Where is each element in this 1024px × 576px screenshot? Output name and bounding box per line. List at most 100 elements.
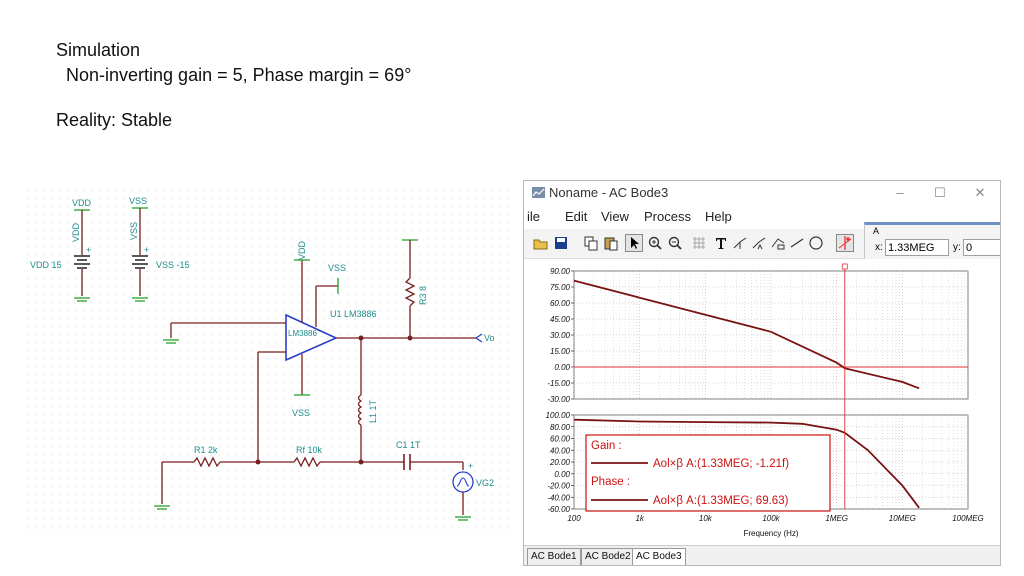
gain-ytick-label: 90.00 [550,267,571,276]
legend-frame [585,434,831,512]
tab-ac-bode1[interactable]: AC Bode1 [527,548,581,565]
resistor-rf[interactable]: Rf 10k [293,445,323,468]
grid-icon[interactable] [690,234,708,252]
opamp-model-label: LM3886 [288,329,317,338]
vss-rotated-label: VSS [129,222,139,240]
gain-curve [573,279,920,390]
gain-ytick-label: 15.00 [550,347,571,356]
xtick-label: 100 [567,514,581,523]
cursor-x-field[interactable] [885,239,949,256]
xtick-label: 100MEG [952,514,984,523]
phase-ytick-label: 40.00 [550,446,571,455]
zoom-in-icon[interactable] [646,234,664,252]
gain-ytick-label: -30.00 [547,395,570,404]
menu-view[interactable]: View [601,209,629,224]
zoom-out-icon[interactable] [666,234,684,252]
opamp-vss-top-label: VSS [328,263,346,273]
vdd-rotated-label: VDD [71,222,81,242]
bode-plot-area[interactable]: 90.00 75.00 60.00 45.00 30.00 15.00 0.00 -15.00… [524,259,1001,545]
inductor-l1[interactable]: L1 1T [357,338,379,465]
x-axis-title: Frequency (Hz) [743,529,798,538]
copy-icon[interactable] [582,234,600,252]
phase-ytick-label: -60.00 [547,505,570,514]
menu-bar: ile Edit View Process Help [524,205,1000,229]
r1-label: R1 2k [194,445,218,455]
phase-curve [573,418,920,509]
xtick-label: 1k [635,514,644,523]
paste-icon[interactable] [602,234,620,252]
phase-ytick-label: 0.00 [554,470,570,479]
rf-label: Rf 10k [296,445,323,455]
slide-title: Simulation [56,40,141,60]
analysis-tabs: AC Bode1 AC Bode2 AC Bode3 [524,545,1000,565]
cursor-x-label: x: [875,242,883,253]
opamp-vss-label: VSS [292,408,310,418]
tina-bode-window[interactable]: Noname - AC Bode3 – ☐ ✕ ile Edit View Pr… [523,180,1001,566]
phase-ytick-label: 100.00 [546,411,571,420]
gain-plot: 90.00 75.00 60.00 45.00 30.00 15.00 0.00 -15.00… [547,267,969,404]
phase-ytick-label: 20.00 [549,458,571,467]
menu-edit[interactable]: Edit [565,209,588,224]
vg2-label: VG2 [476,478,494,488]
curve-label-icon[interactable] [731,234,749,252]
gain-ytick-label: 60.00 [550,299,571,308]
axis-label-icon[interactable] [769,234,787,252]
menu-process[interactable]: Process [644,209,691,224]
gain-ytick-label: 75.00 [550,283,571,292]
text-tool-icon[interactable] [712,234,730,252]
save-icon[interactable] [552,234,570,252]
maximize-button[interactable]: ☐ [934,185,946,200]
close-button[interactable]: ✕ [974,185,986,200]
vss-label: VSS [129,196,147,206]
opamp-vdd-label: VDD [297,240,307,260]
vdd-plus-sign: + [86,245,91,255]
slide-reality-note: Reality: Stable [56,110,173,130]
vss-15-label: VSS -15 [156,260,190,270]
resistor-r3[interactable]: R3 8 [402,239,428,338]
cursor-a-icon[interactable] [836,234,854,252]
minimize-button[interactable]: – [896,185,904,200]
menu-file[interactable]: ile [527,209,541,224]
bode-plots[interactable]: 90.00 75.00 60.00 45.00 30.00 15.00 0.00 -15.00… [524,259,1001,545]
curve-marker-icon[interactable] [750,234,768,252]
slide-subtitle: Non-inverting gain = 5, Phase margin = 6… [66,65,412,85]
tab-ac-bode2[interactable]: AC Bode2 [581,548,635,565]
phase-ytick-label: 80.00 [550,423,571,432]
vo-label: Vo [484,333,495,343]
cursor-a-handle [841,263,848,270]
legend-gain-entry: Aol×β A:(1.33MEG; -1.21f) [653,458,789,470]
vg2-plus-sign: + [468,461,473,471]
xtick-label: 100k [762,514,780,523]
open-icon[interactable] [532,234,550,252]
vdd-source[interactable]: VDD VDD + VDD 15 [30,198,92,302]
line-tool-icon[interactable] [788,234,806,252]
gain-ytick-label: 30.00 [550,331,571,340]
u1-label: U1 LM3886 [330,309,377,319]
window-title: Noname - AC Bode3 [549,185,669,200]
cursor-a-label: A [873,226,880,236]
c1-label: C1 1T [396,440,421,450]
app-icon [532,187,545,198]
legend-phase-header: Phase : [591,476,630,488]
vss-plus-sign: + [144,245,149,255]
cursor-y-label: y: [953,242,961,253]
vdd-label: VDD [72,198,92,208]
phase-ytick-label: 60.00 [550,435,571,444]
opamp-lm3886[interactable]: LM3886 VDD VSS VSS U1 LM3886 [285,240,377,418]
gain-ytick-label: 0.00 [554,363,570,372]
circuit-schematic: VDD VDD + VDD 15 VSS VSS + VSS -15 LM388… [26,190,514,535]
gain-ytick-label: 45.00 [550,315,571,324]
resistor-r1[interactable]: R1 2k [193,445,221,468]
vss-source[interactable]: VSS VSS + VSS -15 [129,196,190,302]
menu-help[interactable]: Help [705,209,732,224]
gain-ytick-label: -15.00 [547,379,570,388]
legend-gain-header: Gain : [591,440,622,452]
vo-terminal[interactable]: Vo [475,333,495,343]
window-titlebar[interactable]: Noname - AC Bode3 – ☐ ✕ [524,181,1000,205]
xtick-label: 10k [699,514,713,523]
tab-ac-bode3[interactable]: AC Bode3 [632,548,686,565]
cursor-y-field[interactable] [963,239,1000,256]
xtick-label: 10MEG [889,514,916,523]
pointer-icon[interactable] [625,234,643,252]
circle-tool-icon[interactable] [807,234,825,252]
